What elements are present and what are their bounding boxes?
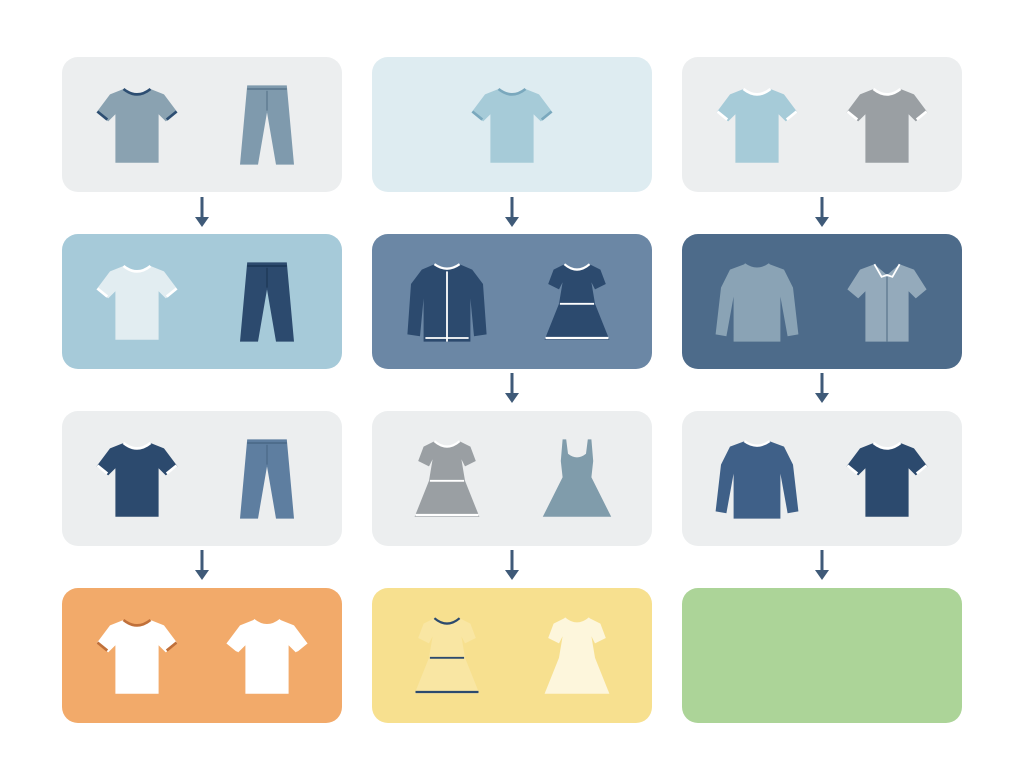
- tshirt-icon: [87, 252, 187, 352]
- arrow-down-icon: [502, 548, 522, 584]
- box-r2-c3: [682, 234, 962, 369]
- box-r1-c1: [62, 57, 342, 192]
- dress-icon: [527, 252, 627, 352]
- box-r2-c1: [62, 234, 342, 369]
- box-r1-c2: [372, 57, 652, 192]
- pants-icon: [217, 429, 317, 529]
- tshirt-icon: [837, 429, 937, 529]
- arrow-down-icon: [502, 195, 522, 231]
- box-r2-c2: [372, 234, 652, 369]
- box-r1-c3: [682, 57, 962, 192]
- jacket-icon: [397, 252, 497, 352]
- tshirt-icon: [462, 75, 562, 175]
- box-r4-c2: [372, 588, 652, 723]
- box-r4-c1: [62, 588, 342, 723]
- pants-icon: [217, 252, 317, 352]
- tshirt-icon: [837, 75, 937, 175]
- arrow-down-icon: [192, 195, 212, 231]
- longsleeve-icon: [707, 429, 807, 529]
- dress-icon: [527, 606, 627, 706]
- dress-icon: [397, 429, 497, 529]
- pants-icon: [217, 75, 317, 175]
- tshirt-icon: [87, 75, 187, 175]
- arrow-down-icon: [192, 548, 212, 584]
- longsleeve-icon: [707, 252, 807, 352]
- tshirt-icon: [707, 75, 807, 175]
- box-r3-c1: [62, 411, 342, 546]
- box-r4-c3: [682, 588, 962, 723]
- arrow-down-icon: [812, 195, 832, 231]
- sundress-icon: [527, 429, 627, 529]
- tshirt-icon: [217, 606, 317, 706]
- arrow-down-icon: [502, 371, 522, 407]
- buttonshirt-icon: [837, 252, 937, 352]
- box-r3-c2: [372, 411, 652, 546]
- dress-icon: [397, 606, 497, 706]
- tshirt-icon: [87, 429, 187, 529]
- arrow-down-icon: [812, 548, 832, 584]
- arrow-down-icon: [812, 371, 832, 407]
- box-r3-c3: [682, 411, 962, 546]
- tshirt-icon: [87, 606, 187, 706]
